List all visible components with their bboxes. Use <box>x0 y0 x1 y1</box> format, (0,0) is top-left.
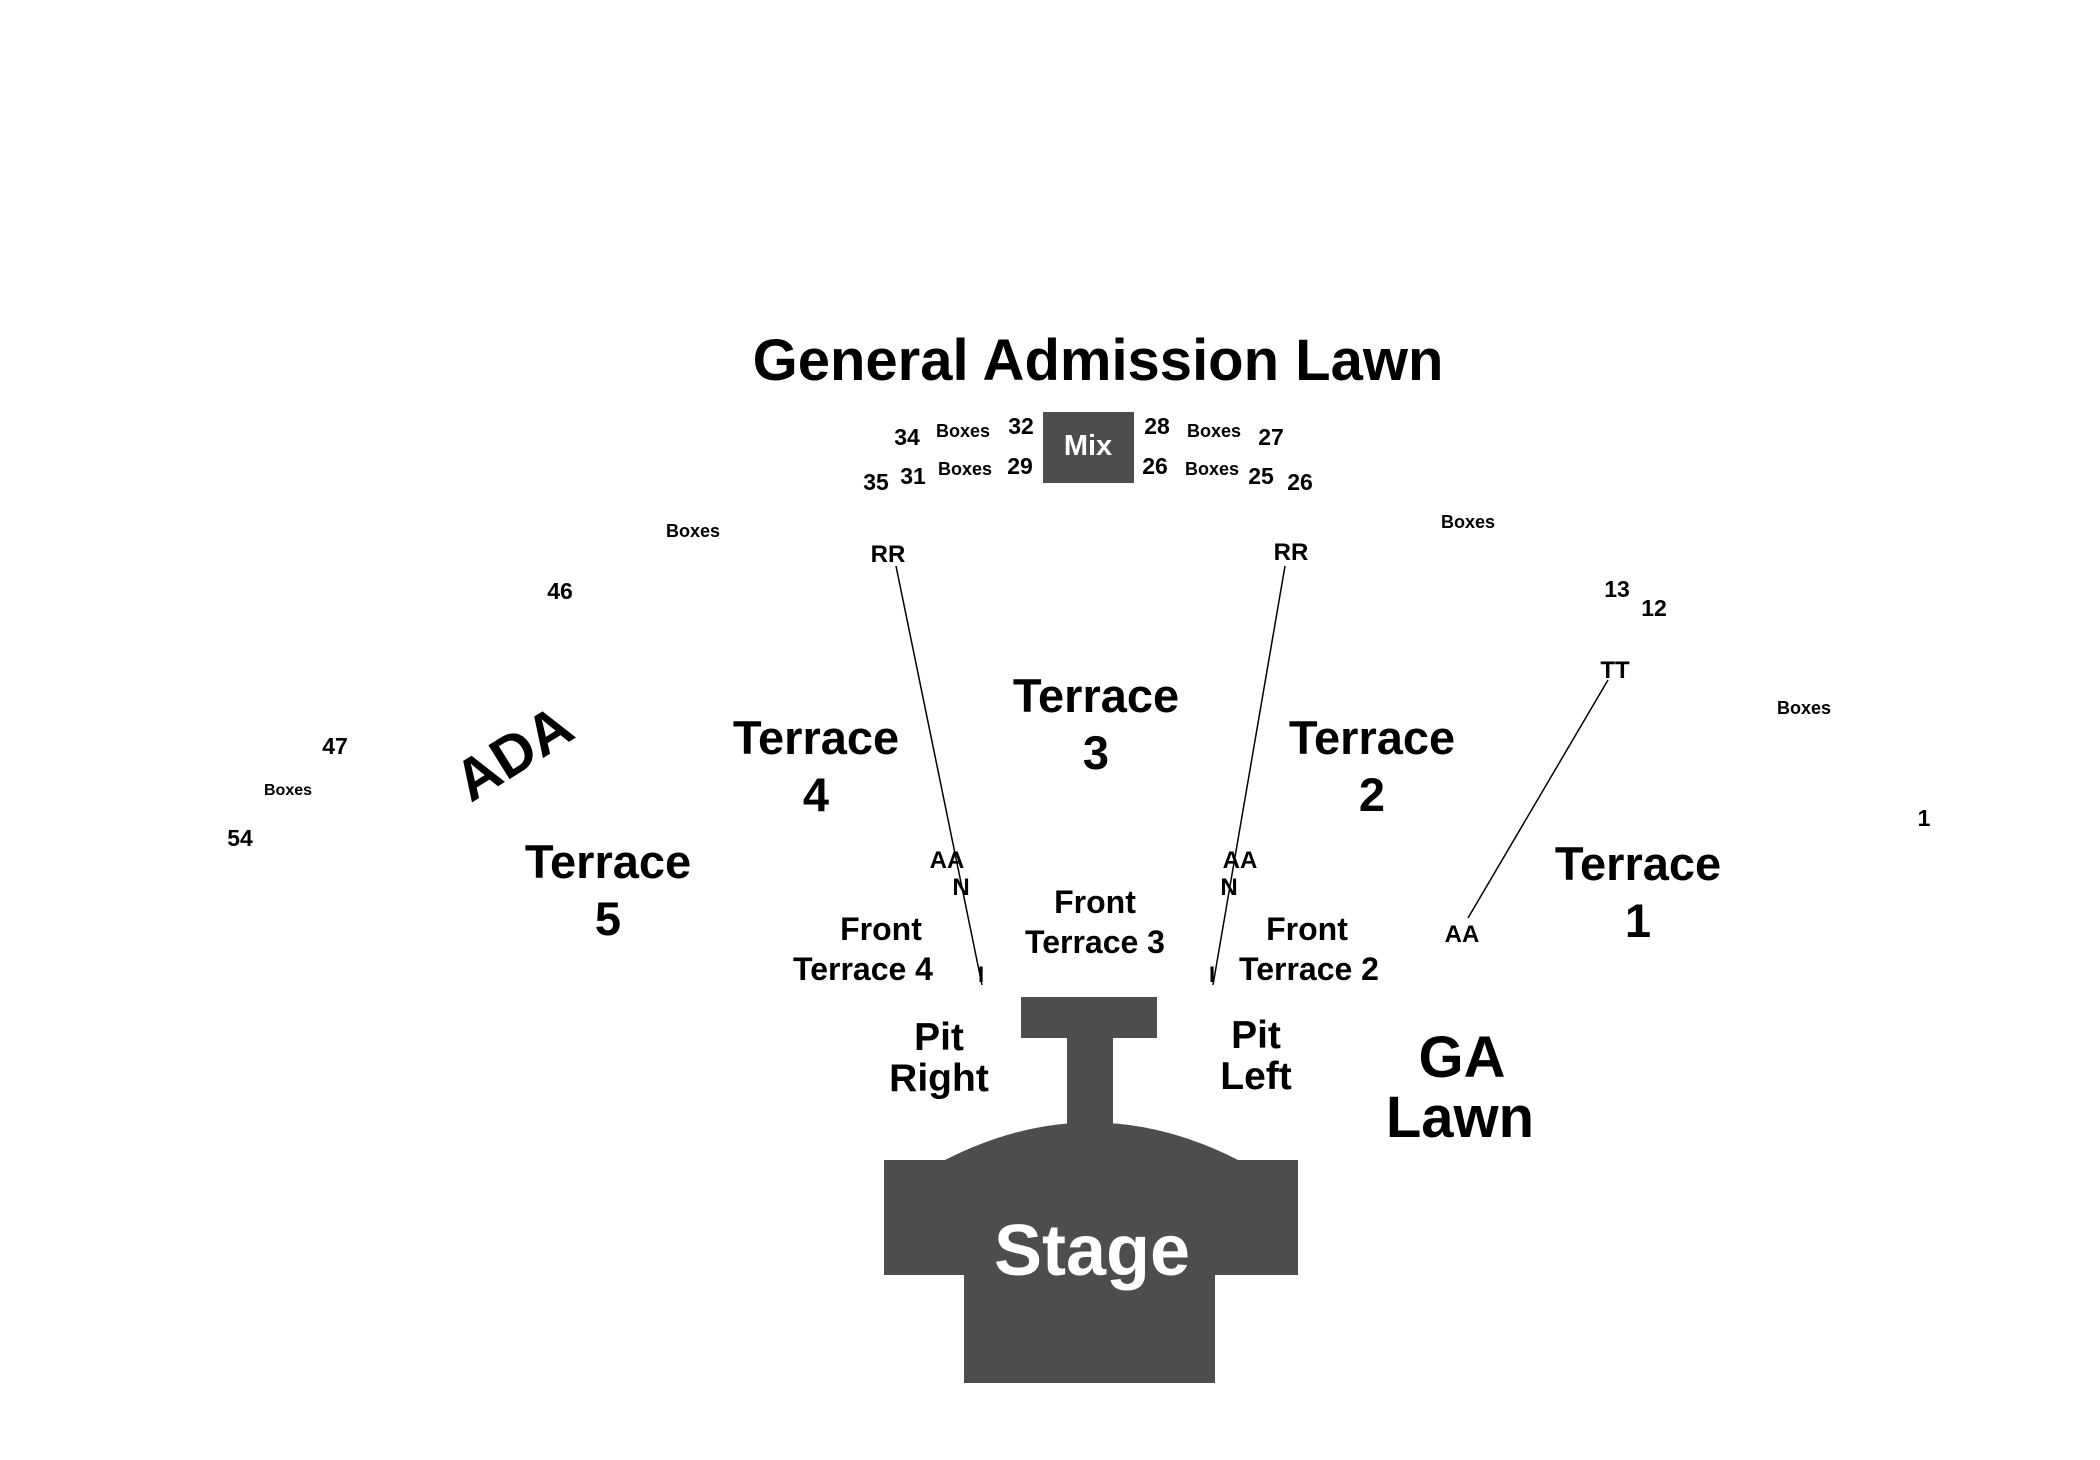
row-marker-aa-right: AA <box>1445 921 1480 948</box>
section-terrace-5[interactable]: Terrace 5 <box>525 835 691 945</box>
section-pit-right[interactable]: Pit Right <box>889 1016 989 1100</box>
stage-label: Stage <box>994 1211 1190 1291</box>
box-number[interactable]: 26 <box>1287 469 1313 495</box>
front-terrace-3-line1: Front <box>1054 884 1136 920</box>
section-ada[interactable]: ADA <box>443 693 584 815</box>
ga-lawn-line2: Lawn <box>1386 1085 1534 1150</box>
row-marker-rr-left: RR <box>871 541 906 568</box>
map-title: General Admission Lawn <box>753 328 1444 393</box>
mix-label: Mix <box>1064 430 1112 462</box>
section-front-terrace-2[interactable]: Front Terrace 2 <box>1239 911 1379 987</box>
front-terrace-2-line2: Terrace 2 <box>1239 951 1379 987</box>
row-marker-n-left: N <box>952 874 969 901</box>
box-number[interactable]: 1 <box>1918 805 1931 831</box>
front-terrace-2-line1: Front <box>1266 911 1348 947</box>
row-marker-tt: TT <box>1600 657 1630 684</box>
boxes-label: Boxes <box>1187 421 1241 441</box>
section-front-terrace-4[interactable]: Front Terrace 4 <box>793 911 933 987</box>
terrace-3-label: Terrace <box>1013 669 1179 722</box>
box-number[interactable]: 29 <box>1007 453 1033 479</box>
terrace-4-label: Terrace <box>733 711 899 764</box>
row-marker-i-right: I <box>1209 962 1215 987</box>
pit-right-line2: Right <box>889 1057 989 1100</box>
aisle-line-center <box>1212 565 1286 986</box>
terrace-1-number: 1 <box>1625 894 1651 947</box>
box-number[interactable]: 13 <box>1604 576 1630 602</box>
pit-left-line2: Left <box>1220 1055 1292 1098</box>
terrace-3-number: 3 <box>1083 726 1109 779</box>
row-marker-aa-center: AA <box>1223 847 1258 874</box>
row-marker-i-left: I <box>978 962 984 987</box>
pit-right-line1: Pit <box>914 1016 964 1059</box>
boxes-label: Boxes <box>666 521 720 541</box>
section-front-terrace-3[interactable]: Front Terrace 3 <box>1025 884 1165 960</box>
terrace-1-label: Terrace <box>1555 837 1721 890</box>
boxes-label: Boxes <box>936 421 990 441</box>
terrace-5-label: Terrace <box>525 835 691 888</box>
aisle-line-left <box>895 565 983 986</box>
terrace-5-number: 5 <box>595 892 621 945</box>
box-number[interactable]: 31 <box>900 463 926 489</box>
box-number[interactable]: 32 <box>1008 413 1034 439</box>
boxes-label: Boxes <box>264 782 312 799</box>
terrace-2-label: Terrace <box>1289 711 1455 764</box>
row-marker-aa-left: AA <box>930 847 965 874</box>
box-number[interactable]: 25 <box>1248 463 1274 489</box>
section-terrace-1[interactable]: Terrace 1 <box>1555 837 1721 947</box>
box-number[interactable]: 27 <box>1258 424 1284 450</box>
front-terrace-4-line1: Front <box>840 911 922 947</box>
box-number[interactable]: 35 <box>863 469 889 495</box>
box-number[interactable]: 28 <box>1144 413 1170 439</box>
pit-left-line1: Pit <box>1231 1014 1281 1057</box>
mix-booth[interactable] <box>1043 412 1134 483</box>
box-number[interactable]: 54 <box>227 825 253 851</box>
boxes-label: Boxes <box>1185 459 1239 479</box>
front-terrace-3-line2: Terrace 3 <box>1025 924 1165 960</box>
row-marker-rr-right: RR <box>1274 539 1309 566</box>
boxes-label: Boxes <box>1777 698 1831 718</box>
stage-shape[interactable] <box>884 997 1298 1383</box>
box-number[interactable]: 34 <box>894 424 920 450</box>
terrace-2-number: 2 <box>1359 768 1385 821</box>
section-ga-lawn[interactable]: GA Lawn <box>1386 1025 1534 1150</box>
row-marker-n-center: N <box>1220 874 1237 901</box>
box-number[interactable]: 26 <box>1142 453 1168 479</box>
section-terrace-3[interactable]: Terrace 3 <box>1013 669 1179 779</box>
boxes-label: Boxes <box>1441 512 1495 532</box>
box-number[interactable]: 47 <box>322 733 348 759</box>
section-pit-left[interactable]: Pit Left <box>1220 1014 1292 1098</box>
box-number[interactable]: 12 <box>1641 595 1667 621</box>
terrace-4-number: 4 <box>803 768 829 821</box>
box-number[interactable]: 46 <box>547 578 573 604</box>
aisle-line-right <box>1467 679 1609 919</box>
section-terrace-2[interactable]: Terrace 2 <box>1289 711 1455 821</box>
ga-lawn-line1: GA <box>1419 1025 1506 1090</box>
front-terrace-4-line2: Terrace 4 <box>793 951 933 987</box>
section-terrace-4[interactable]: Terrace 4 <box>733 711 899 821</box>
boxes-label: Boxes <box>938 459 992 479</box>
